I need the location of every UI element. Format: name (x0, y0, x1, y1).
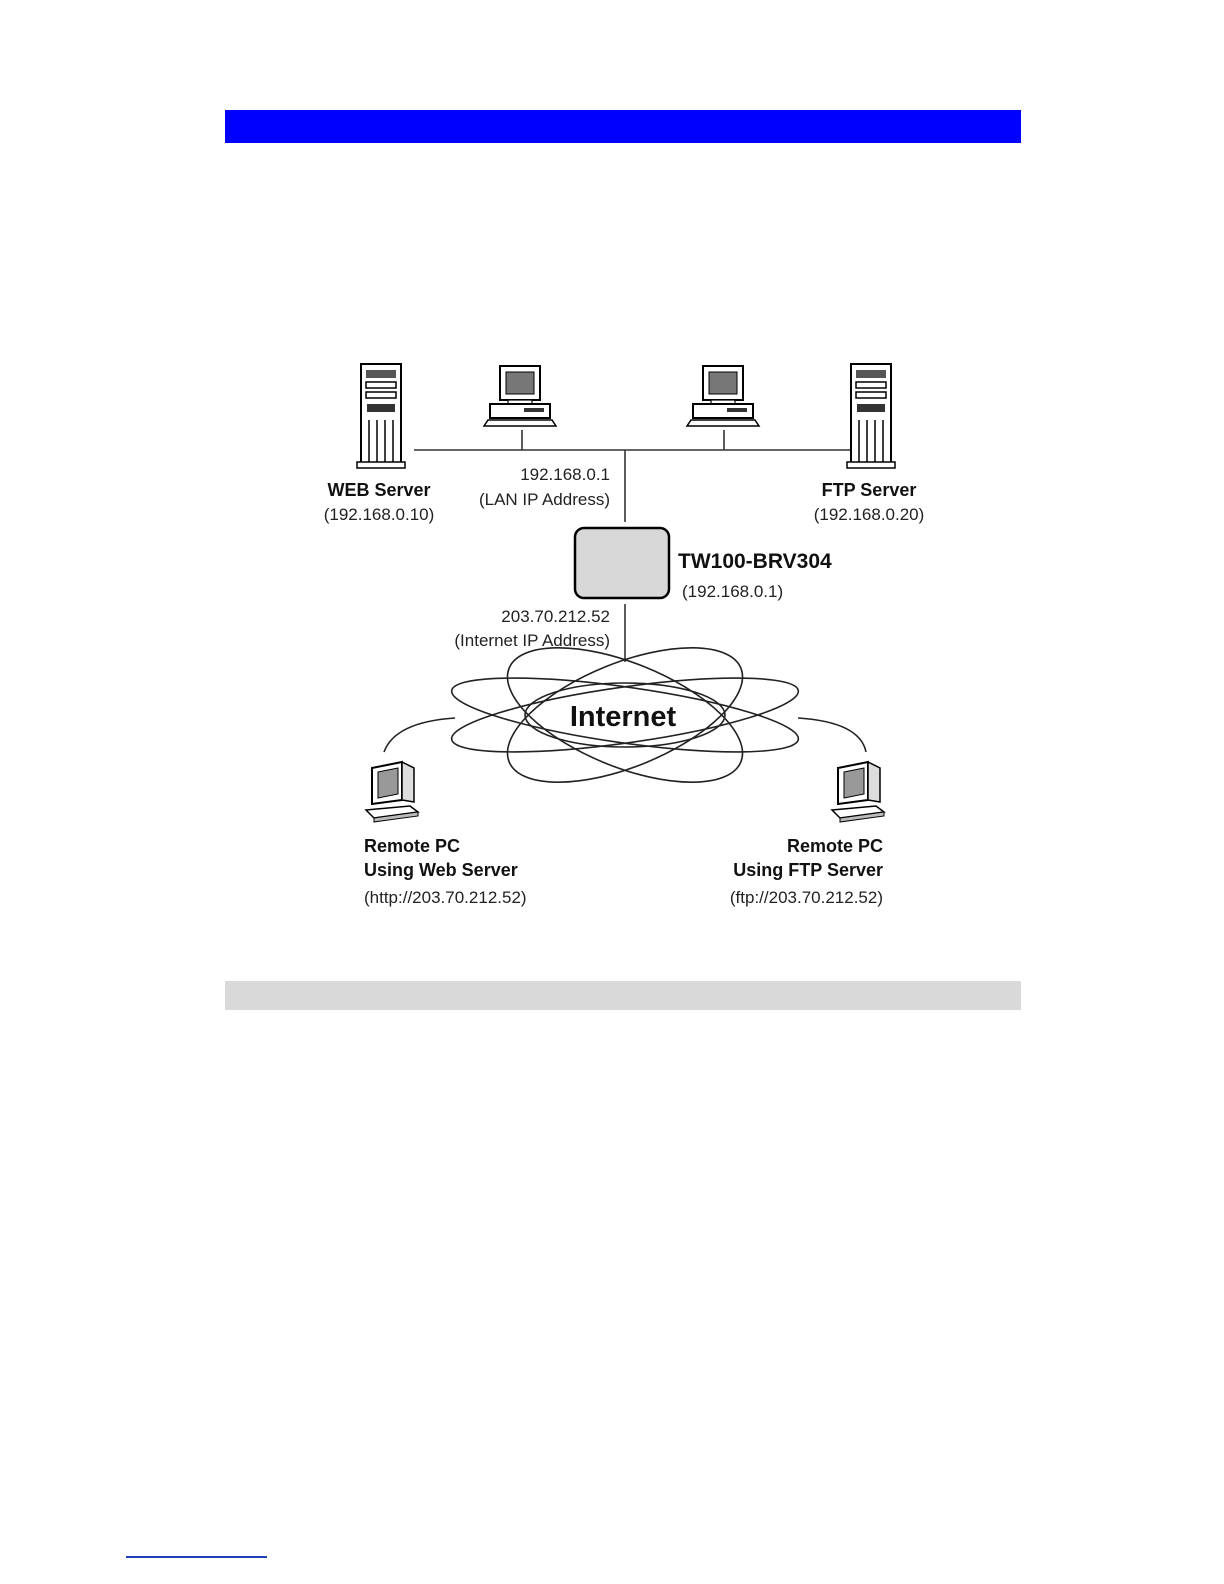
router-icon (575, 528, 669, 598)
footer-rule (126, 1556, 267, 1558)
ftp-server-ip: (192.168.0.20) (814, 505, 925, 524)
lan-workstation-left-icon (484, 366, 556, 426)
lan-workstation-right-icon (687, 366, 759, 426)
section-divider-bar (225, 981, 1021, 1010)
remote-ftp-title: Remote PC (787, 836, 883, 856)
router-name: TW100-BRV304 (678, 550, 832, 573)
remote-web-url: (http://203.70.212.52) (364, 888, 527, 907)
lan-ip: 192.168.0.1 (520, 465, 610, 484)
internet-label: Internet (570, 701, 677, 733)
remote-pc-ftp-icon (832, 762, 884, 822)
web-server-ip: (192.168.0.10) (324, 505, 435, 524)
lan-ip-label: (LAN IP Address) (479, 490, 610, 509)
web-server-name: WEB Server (327, 480, 430, 500)
web-server-icon (357, 364, 405, 468)
ftp-server-icon (847, 364, 895, 468)
remote-web-link-arc (384, 718, 455, 752)
wan-ip: 203.70.212.52 (501, 607, 610, 626)
router-ip: (192.168.0.1) (682, 582, 783, 601)
remote-ftp-url: (ftp://203.70.212.52) (730, 888, 883, 907)
remote-pc-web-icon (366, 762, 418, 822)
remote-ftp-subtitle: Using FTP Server (733, 860, 883, 880)
ftp-server-name: FTP Server (822, 480, 917, 500)
remote-web-title: Remote PC (364, 836, 460, 856)
remote-web-subtitle: Using Web Server (364, 860, 518, 880)
remote-ftp-link-arc (798, 718, 866, 752)
wan-ip-label: (Internet IP Address) (454, 631, 610, 650)
